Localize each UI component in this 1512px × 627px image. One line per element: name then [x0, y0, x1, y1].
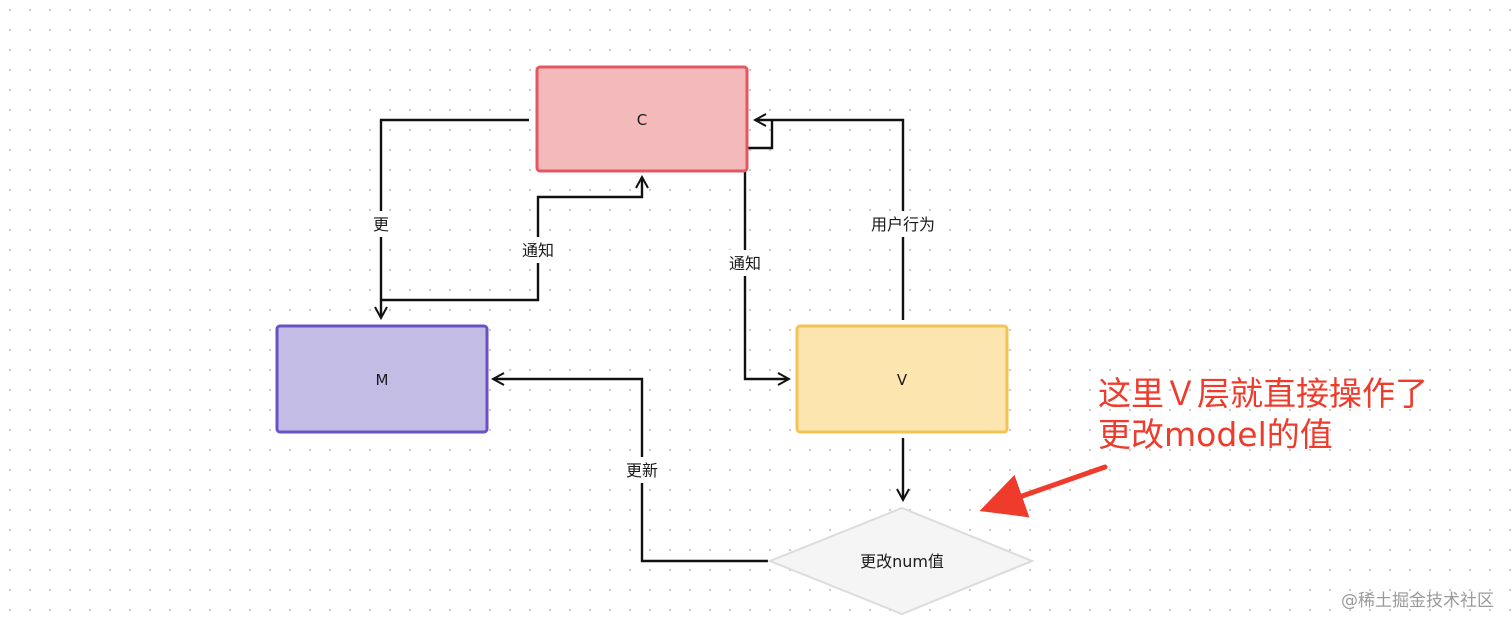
edge-label-bg — [514, 237, 562, 263]
controller-box — [535, 65, 749, 173]
annotation: 这里Ｖ层就直接操作了 更改model的值 — [979, 374, 1428, 518]
view-label: V — [897, 371, 908, 389]
model-box — [275, 324, 489, 434]
watermark: @稀土掘金技术社区 — [1341, 591, 1494, 611]
edge-label-c-to-m: 更 — [373, 215, 389, 234]
annotation-line-1: 这里Ｖ层就直接操作了 — [1098, 374, 1428, 413]
decision-diamond — [767, 506, 1035, 616]
model-label: M — [376, 371, 389, 389]
node-view[interactable]: V — [795, 324, 1009, 434]
view-box — [795, 324, 1009, 434]
edge-c-to-v — [743, 148, 789, 379]
edge-v-to-c — [745, 120, 905, 320]
annotation-arrow — [979, 464, 1108, 518]
annotation-line-2: 更改model的值 — [1098, 415, 1333, 454]
node-decision[interactable]: 更改num值 — [767, 506, 1035, 616]
edge-label-bg — [860, 211, 946, 237]
edge-label-bg — [618, 457, 666, 483]
edge-label-bg — [722, 250, 768, 276]
node-model[interactable]: M — [275, 324, 489, 434]
edge-label-m-to-c: 通知 — [522, 241, 554, 260]
edge-c-to-m — [381, 118, 529, 318]
edge-label-v-to-c: 用户行为 — [871, 215, 935, 234]
edge-label-bg — [368, 211, 394, 237]
decision-label: 更改num值 — [860, 552, 944, 571]
node-controller[interactable]: C — [535, 65, 749, 173]
edge-label-c-to-v: 通知 — [729, 254, 761, 273]
edge-m-to-c — [381, 177, 642, 302]
controller-label: C — [637, 111, 647, 129]
edge-label-decision-to-m: 更新 — [626, 461, 658, 480]
